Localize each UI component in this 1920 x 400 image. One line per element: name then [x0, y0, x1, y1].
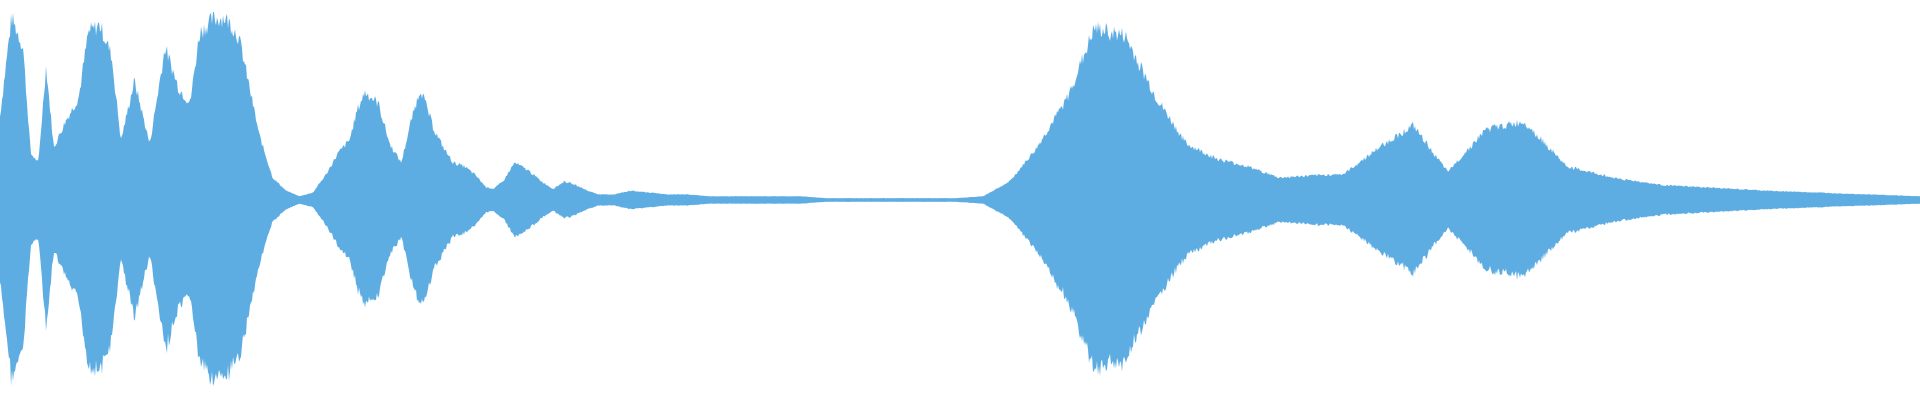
waveform-shape	[0, 11, 1920, 387]
